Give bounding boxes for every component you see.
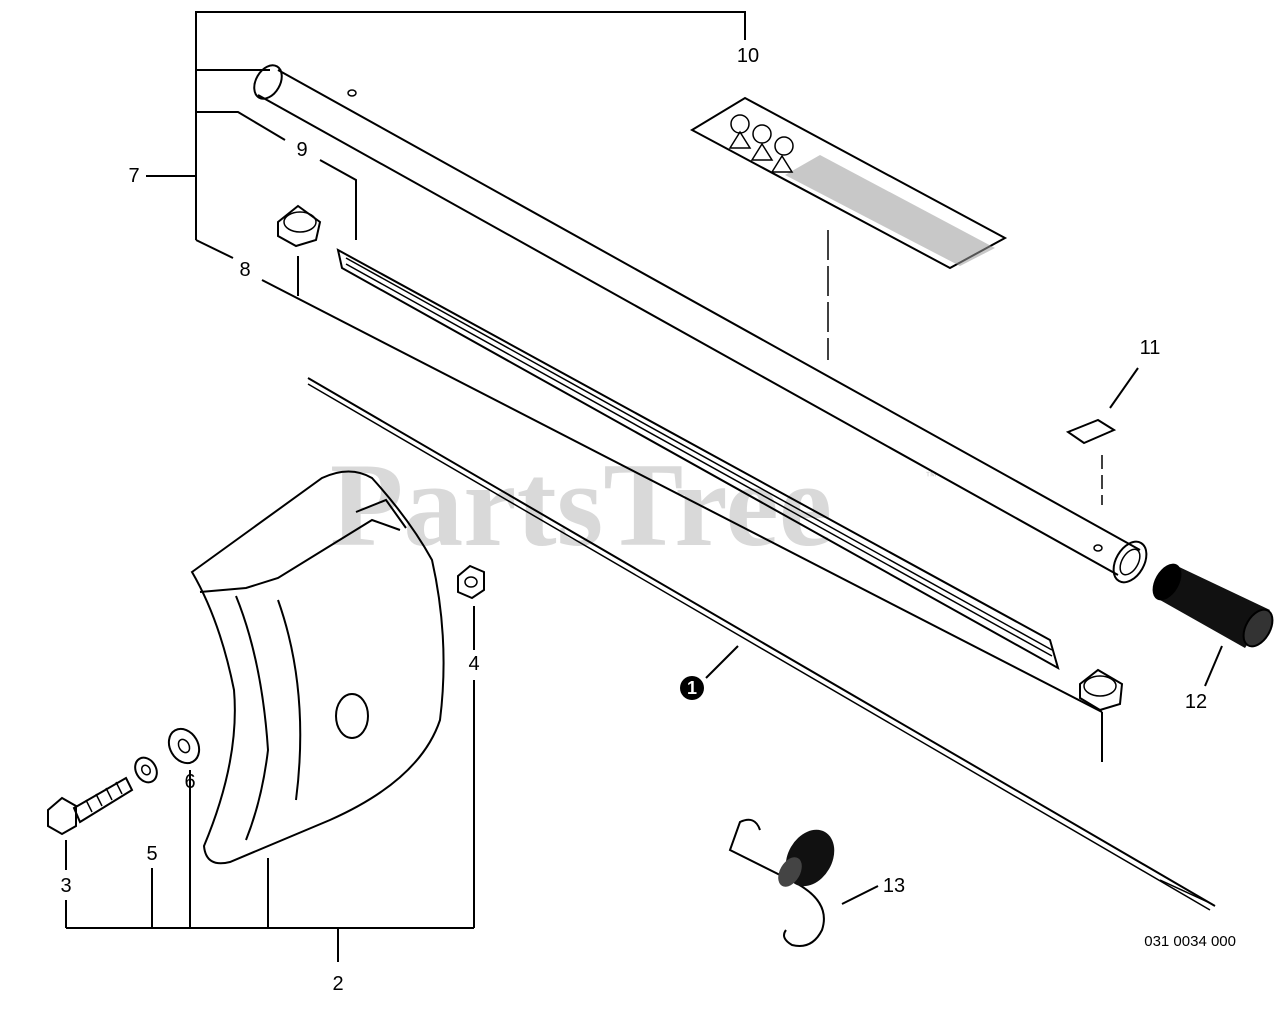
callout-8: 8 bbox=[239, 259, 250, 281]
callout-6: 6 bbox=[184, 771, 195, 793]
leader-lines-bottom bbox=[66, 858, 474, 962]
callout-11: 11 bbox=[1140, 337, 1161, 359]
warning-label bbox=[689, 96, 1008, 270]
part-1-badge bbox=[680, 676, 704, 700]
callout-2: 2 bbox=[332, 973, 343, 995]
callout-4: 4 bbox=[468, 653, 479, 675]
hanger-hook bbox=[728, 818, 879, 947]
bolt bbox=[47, 776, 134, 928]
callout-5: 5 bbox=[146, 843, 157, 865]
callout-12: 12 bbox=[1185, 691, 1207, 713]
part-1-badge-label: 1 bbox=[687, 678, 697, 698]
bushing-bottom bbox=[1079, 668, 1124, 712]
guard-shield bbox=[190, 470, 445, 865]
callout-10: 10 bbox=[737, 45, 759, 67]
liner-rail bbox=[336, 248, 1060, 671]
callout-9: 9 bbox=[296, 139, 307, 161]
callout-3: 3 bbox=[60, 875, 71, 897]
shaft-tube bbox=[253, 64, 1148, 584]
watermark-text: PartsTree bbox=[330, 438, 832, 571]
callout-7: 7 bbox=[128, 165, 139, 187]
washer bbox=[167, 727, 201, 928]
grip bbox=[1152, 563, 1274, 687]
nut bbox=[457, 564, 485, 928]
drawing-code: 031 0034 000 bbox=[1144, 933, 1236, 950]
lock-washer bbox=[134, 756, 158, 928]
bushing-top bbox=[277, 204, 322, 248]
plate bbox=[1065, 367, 1139, 505]
drive-cable: 1 bbox=[307, 377, 1216, 911]
leader-lines-top bbox=[146, 11, 1103, 762]
callout-13: 13 bbox=[883, 875, 905, 897]
